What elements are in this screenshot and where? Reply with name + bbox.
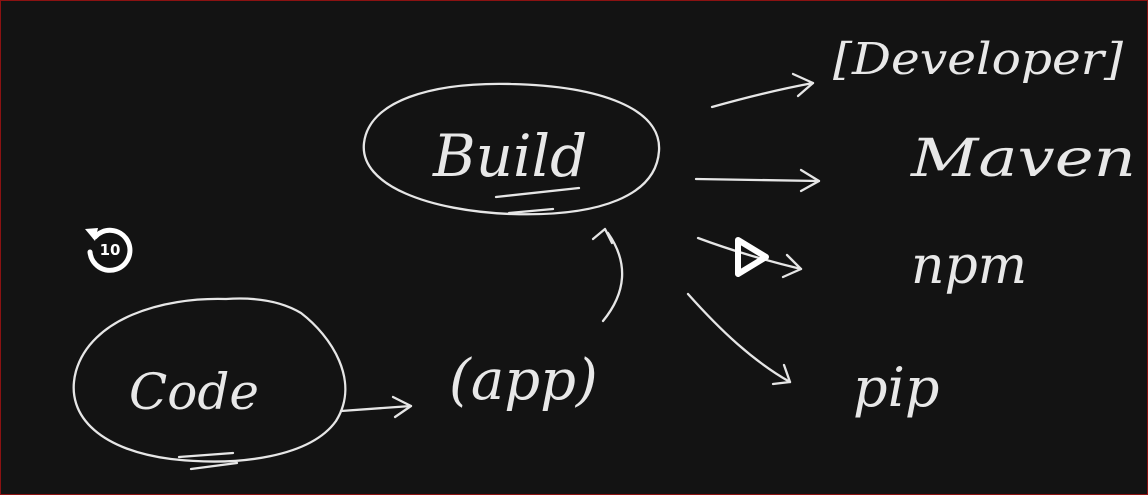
developer-label: [Developer] [833,34,1124,85]
arrow-build-to-maven [694,168,821,193]
arrow-code-to-app [339,395,413,419]
arrow-build-to-npm [696,236,803,279]
code-circle [72,297,347,463]
code-underline [177,451,239,471]
pip-label: pip [853,356,939,419]
npm-label: npm [911,236,1027,296]
code-node: Code [72,297,347,471]
code-label: Code [129,363,259,421]
arrow-build-to-developer [710,72,815,109]
build-node: Build [362,82,661,216]
arrow-app-to-build [591,227,624,323]
rewind-10-icon [85,227,133,273]
arrow-build-to-pip [686,292,792,386]
build-label: Build [432,122,587,190]
play-button[interactable] [729,234,775,280]
rewind-10-button[interactable]: 10 [81,221,139,279]
build-oval [362,82,661,216]
app-label: (app) [449,348,598,413]
build-underline [494,186,581,215]
play-icon [735,237,769,277]
maven-label: Maven [910,129,1136,189]
